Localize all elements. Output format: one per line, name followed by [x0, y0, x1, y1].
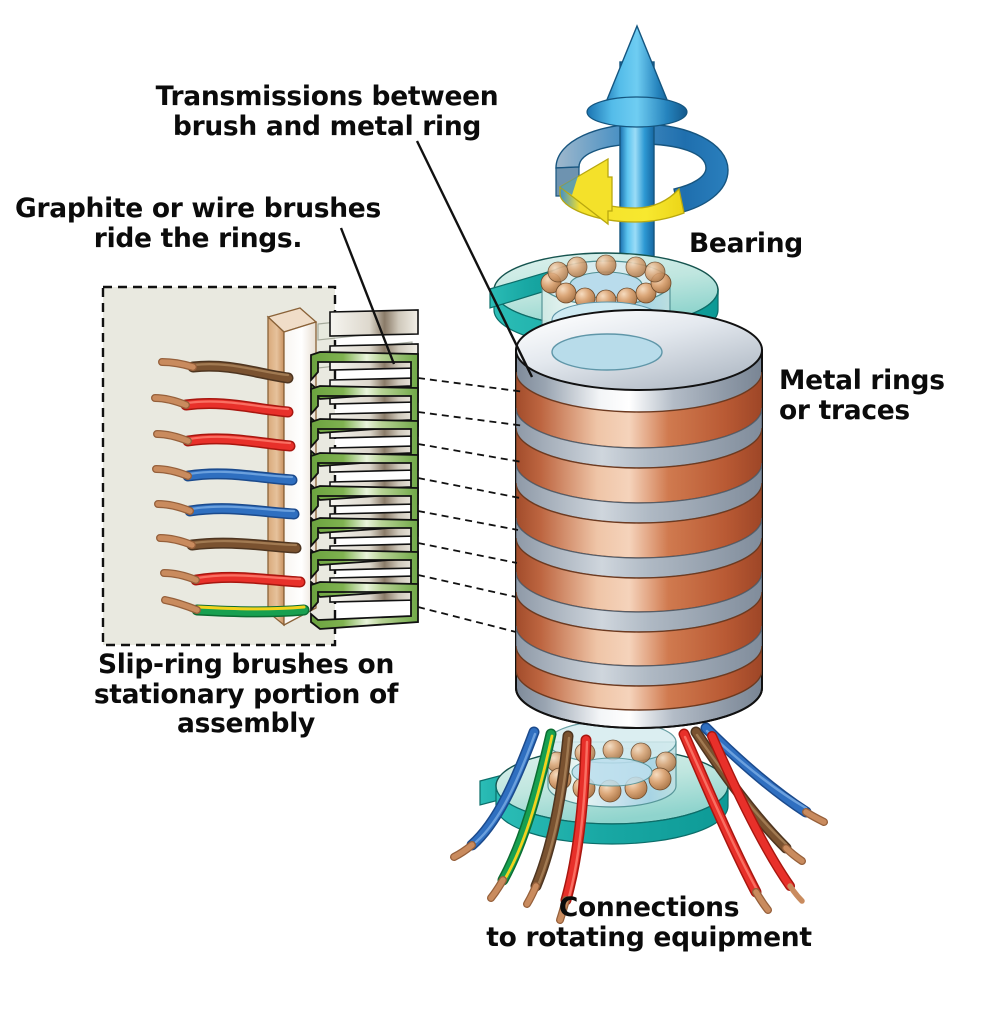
drum-rings: [516, 371, 762, 711]
slip-ring-drum: [515, 309, 763, 729]
label-metal-rings-prefix: Metal rings or: [779, 365, 945, 426]
rotation-arrow-head-shade: [560, 176, 578, 195]
drum-bottom-edge: [515, 687, 763, 729]
brush-arms: [310, 351, 419, 630]
bottom-wire-red-right-2-tip: [787, 883, 805, 904]
leader-dash-7: [417, 574, 517, 598]
leader-dash-6: [417, 542, 518, 564]
label-bearing: Bearing: [689, 228, 803, 259]
brush-to-ring-leaders: [417, 377, 526, 633]
drum-top-hole: [551, 333, 663, 371]
callout-leader-lines: [339, 140, 534, 378]
brush-wires: [151, 358, 310, 618]
bottom-wire-bundle: [450, 722, 828, 924]
arrowhead-base: [586, 96, 688, 128]
rotation-ribbon-front: [559, 187, 685, 223]
brush-arm: [310, 581, 419, 630]
leader-dash-1: [417, 377, 526, 393]
brush-block-group: [101, 285, 419, 647]
bottom-bearing-inner-race: [571, 757, 653, 787]
label-slip-ring-brushes: Slip-ring brushes on stationary portion …: [93, 649, 399, 740]
leader-graphite: [339, 227, 396, 365]
label-metal-rings-emphasis: traces: [818, 394, 911, 426]
label-transmissions: Transmissions between brush and metal ri…: [155, 81, 499, 142]
leader-dash-4: [417, 477, 521, 499]
label-graphite-brushes: Graphite or wire brushes ride the rings.: [15, 193, 381, 254]
leader-dash-3: [417, 443, 523, 463]
label-metal-rings: Metal rings or traces: [779, 366, 979, 425]
leader-dash-2: [417, 411, 526, 427]
rotation-arrow-head: [558, 157, 613, 226]
label-connections: Connections to rotating equipment: [486, 892, 812, 953]
leader-transmissions: [415, 140, 534, 378]
leader-dash-8: [417, 606, 517, 633]
leader-dash-5: [417, 510, 519, 531]
